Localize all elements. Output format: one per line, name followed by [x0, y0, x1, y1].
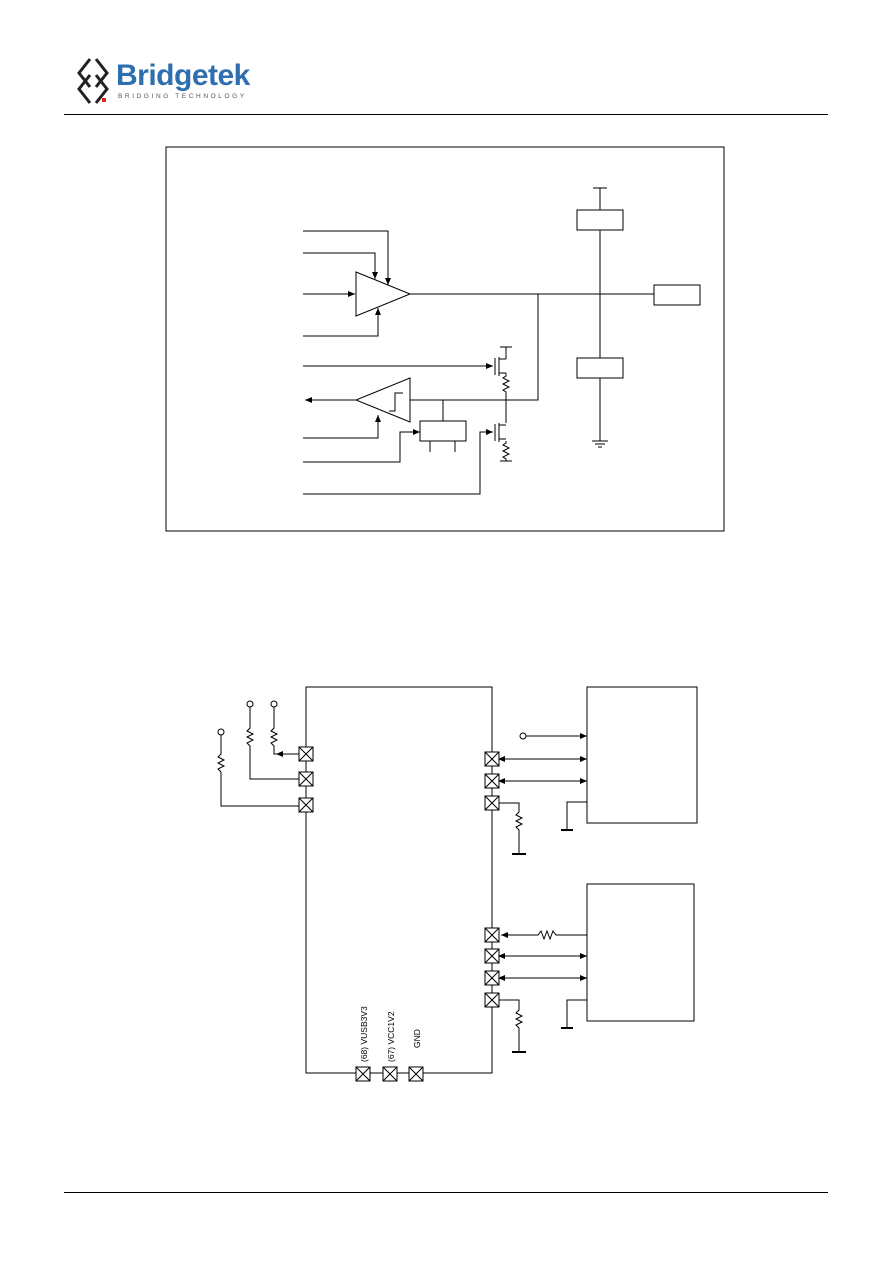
control-block	[419, 420, 467, 442]
pulldown-resistor-icon	[501, 420, 511, 461]
signal-line-4	[303, 308, 381, 337]
output-buffer	[355, 271, 412, 317]
right-pin-1	[484, 751, 500, 767]
schmitt-symbol-icon	[389, 392, 403, 412]
bottom-pin-vcc1v2	[382, 1066, 398, 1082]
feedback-line	[410, 294, 539, 401]
right-pin-4	[484, 927, 500, 943]
lower-resistor-line	[501, 929, 587, 941]
lower-pulldown-resistor-icon	[499, 999, 524, 1052]
pad-box	[653, 284, 701, 306]
resistor-r2-icon	[245, 707, 306, 782]
bottom-pin-vusb3v3	[355, 1066, 371, 1082]
right-pin-2	[484, 773, 500, 789]
usb-connector-upper	[586, 686, 698, 824]
vbus-terminal	[519, 732, 527, 740]
main-chip-box	[305, 686, 493, 1074]
left-pin-2	[298, 771, 314, 787]
usb-connector-lower	[586, 883, 695, 1022]
pullup-transistor	[494, 357, 506, 376]
logo-tagline: BRIDGING TECHNOLOGY	[118, 93, 247, 100]
supply-terminal-1	[217, 728, 225, 736]
pulldown-control-line	[303, 429, 493, 495]
pulldown-transistor	[494, 423, 506, 442]
usb-connection-diagram	[216, 686, 698, 1082]
bottom-pin-gnd	[408, 1066, 424, 1082]
supply-terminal-2	[246, 700, 254, 708]
upper-pulldown-resistor-icon	[499, 802, 524, 854]
right-pin-6	[484, 970, 500, 986]
ground-icon	[592, 440, 608, 448]
left-pin-1	[298, 746, 314, 762]
resistor-r3-icon	[269, 707, 299, 755]
control-block-legs	[429, 441, 456, 452]
resistor-r1-icon	[216, 735, 306, 809]
upper-protection-box	[576, 209, 624, 231]
bridgetek-logo: Bridgetek BRIDGING TECHNOLOGY	[76, 56, 256, 108]
pin-label-vusb3v3: (68) VUSB3V3	[359, 1006, 369, 1062]
right-pin-5	[484, 948, 500, 964]
figure1-frame	[165, 146, 725, 532]
signal-line-1	[303, 230, 391, 285]
control-line-a	[303, 429, 420, 463]
pullup-rail	[500, 346, 512, 359]
header-rule	[64, 114, 828, 115]
right-pin-7	[484, 992, 500, 1008]
lower-protection-box	[576, 357, 624, 379]
right-pin-3	[484, 795, 500, 811]
pullup-resistor-icon	[501, 373, 511, 420]
io-cell-schematic	[165, 146, 725, 532]
footer-rule	[64, 1192, 828, 1193]
input-buffer	[354, 377, 411, 423]
signal-line-2	[303, 252, 378, 279]
pin-label-gnd: GND	[412, 1029, 422, 1048]
pin-label-vcc1v2: (67) VCC1V2	[386, 1011, 396, 1062]
logo-wordmark: Bridgetek	[116, 59, 250, 92]
bridgetek-logo-mark-icon	[77, 58, 109, 104]
left-pin-3	[298, 797, 314, 813]
input-enable-line	[303, 415, 381, 439]
supply-terminal-3	[270, 700, 278, 708]
upper-gnd-line	[566, 801, 587, 830]
lower-gnd-line	[566, 999, 587, 1028]
